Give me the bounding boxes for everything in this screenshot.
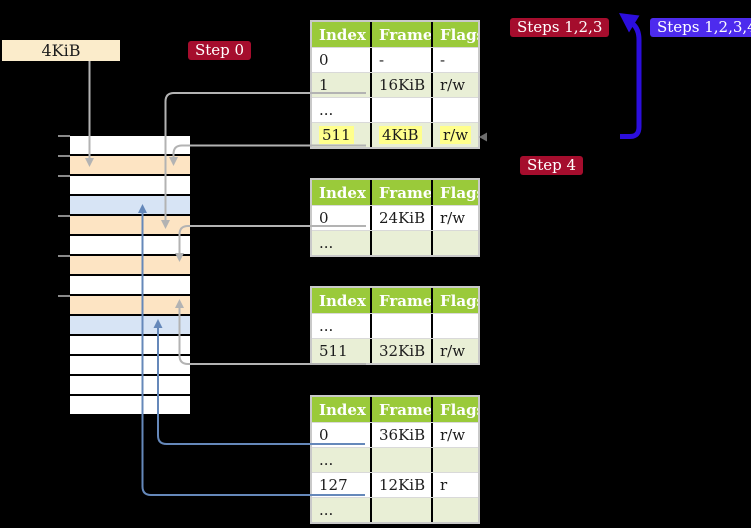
highlighted-value: r/w [440,126,472,144]
col-header-frame: Frame [370,180,431,205]
table-row: 511 32KiB r/w [312,338,478,363]
table-header-row: Index Frame Flags [312,180,478,205]
table-header-row: Index Frame Flags [312,22,478,47]
page-table-level4: Index Frame Flags 0 - - 1 16KiB r/w ... … [310,20,480,149]
memory-row-pagetable [70,256,190,276]
recursive-loop-arrow [619,13,642,139]
table-row: 0 - - [312,47,478,72]
badge-steps-1-2-3: Steps 1,2,3 [510,18,610,37]
table-row: 127 12KiB r [312,472,478,497]
page-table-level1: Index Frame Flags 0 36KiB r/w ... 127 12… [310,395,480,524]
col-header-flags: Flags [431,22,478,47]
badge-step-4: Step 4 [520,156,584,175]
table-row: 0 36KiB r/w [312,422,478,447]
page-table-level3: Index Frame Flags 0 24KiB r/w ... [310,178,480,257]
memory-row-mappedpage [70,196,190,216]
memory-row-mappedpage [70,316,190,336]
table-row: 1 16KiB r/w [312,72,478,97]
col-header-index: Index [319,183,366,202]
memory-row-free [70,376,190,396]
memory-row-free [70,336,190,356]
col-header-frame: Frame [370,288,431,313]
memory-row-pagetable [70,216,190,236]
memory-row-pagetable [70,156,190,176]
highlighted-value: 4KiB [379,126,422,144]
table-row: ... [312,313,478,338]
table-header-row: Index Frame Flags [312,288,478,313]
memory-row-free [70,236,190,256]
memory-column [70,136,190,416]
recursive-entry-arrowhead [479,132,487,142]
col-header-flags: Flags [431,180,478,205]
table-header-row: Index Frame Flags [312,397,478,422]
table-row: ... [312,230,478,255]
memory-tick-marks [58,135,70,297]
col-header-frame: Frame [370,22,431,47]
memory-row-free [70,276,190,296]
badge-steps-1-2-3-4: Steps 1,2,3,4 [650,18,751,37]
page-table-level2: Index Frame Flags ... 511 32KiB r/w [310,286,480,365]
table-row: ... [312,497,478,522]
col-header-index: Index [319,400,366,419]
col-header-index: Index [319,291,366,310]
col-header-frame: Frame [370,397,431,422]
memory-row-free [70,176,190,196]
memory-row-pagetable [70,296,190,316]
col-header-flags: Flags [431,397,478,422]
table-row: ... [312,97,478,122]
badge-step-0: Step 0 [188,41,252,60]
memory-row-free [70,396,190,416]
frame-size-label: 4KiB [2,40,120,61]
memory-row-free [70,136,190,156]
table-row: 0 24KiB r/w [312,205,478,230]
col-header-index: Index [319,25,366,44]
recursive-loop-arrowhead [619,13,640,33]
memory-row-free [70,356,190,376]
table-row: ... [312,447,478,472]
highlighted-value: 511 [319,126,354,144]
table-row-recursive-entry: 511 4KiB r/w [312,122,478,147]
col-header-flags: Flags [431,288,478,313]
